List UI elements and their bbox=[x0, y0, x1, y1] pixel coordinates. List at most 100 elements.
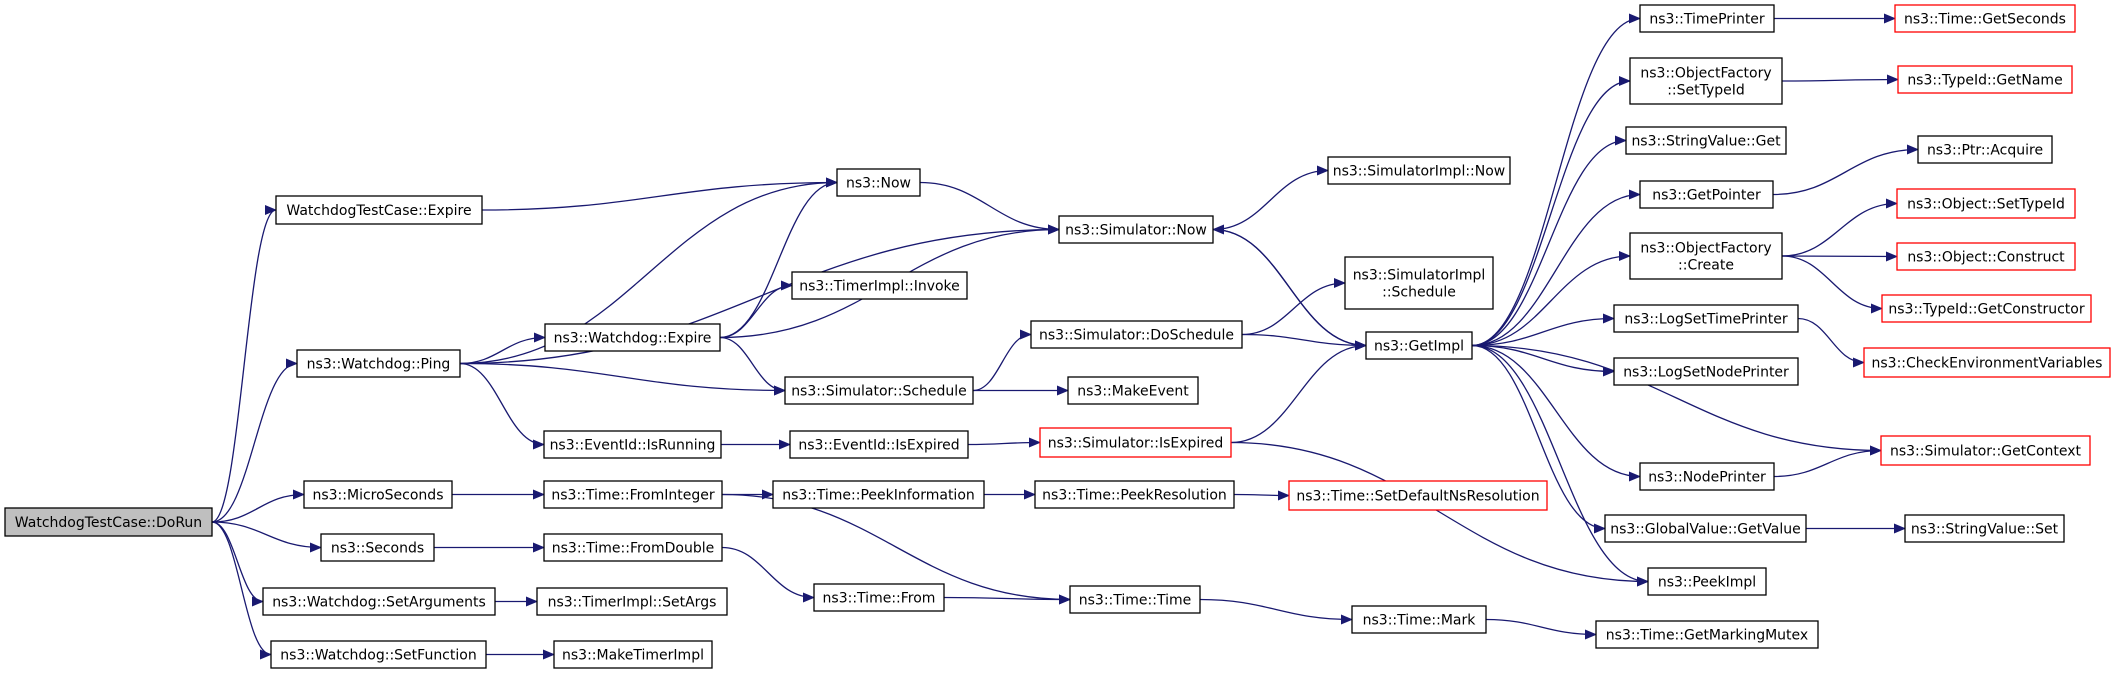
node-implschedule[interactable]: ns3::SimulatorImpl::Schedule bbox=[1344, 256, 1494, 310]
node-wdexpire[interactable]: ns3::Watchdog::Expire bbox=[544, 323, 721, 352]
edge-ping-to-simnow bbox=[459, 224, 1060, 365]
node-box bbox=[270, 640, 487, 669]
node-label: ns3::Time::GetMarkingMutex bbox=[1606, 628, 1808, 644]
node-from[interactable]: ns3::Time::From bbox=[813, 583, 945, 612]
node-label: ns3::TimerImpl::SetArgs bbox=[548, 595, 717, 611]
node-ping[interactable]: ns3::Watchdog::Ping bbox=[296, 349, 461, 378]
node-getname[interactable]: ns3::TypeId::GetName bbox=[1897, 65, 2073, 94]
edge-ping-to-now bbox=[459, 177, 838, 365]
node-strget[interactable]: ns3::StringValue::Get bbox=[1625, 126, 1787, 155]
node-maketimer[interactable]: ns3::MakeTimerImpl bbox=[553, 640, 713, 669]
node-objsettypeid[interactable]: ns3::Object::SetTypeId bbox=[1896, 188, 2076, 219]
node-label: ns3::SimulatorImpl::Now bbox=[1333, 164, 1506, 180]
node-timeprinter[interactable]: ns3::TimePrinter bbox=[1639, 4, 1775, 33]
node-strset[interactable]: ns3::StringValue::Set bbox=[1904, 514, 2065, 543]
node-invoke[interactable]: ns3::TimerImpl::Invoke bbox=[791, 271, 968, 300]
node-box bbox=[1904, 514, 2065, 543]
node-label: ns3::TypeId::GetName bbox=[1907, 73, 2062, 89]
node-label: ns3::TypeId::GetConstructor bbox=[1888, 302, 2084, 318]
edge-getimpl-to-simnow bbox=[1212, 224, 1367, 347]
node-setdefres[interactable]: ns3::Time::SetDefaultNsResolution bbox=[1288, 480, 1548, 511]
edge-ofcreate-to-objconstruct bbox=[1781, 251, 1898, 262]
node-objconstruct[interactable]: ns3::Object::Construct bbox=[1896, 242, 2076, 271]
node-box bbox=[1067, 376, 1199, 405]
node-getcontext[interactable]: ns3::Simulator::GetContext bbox=[1880, 435, 2091, 466]
node-isexpired[interactable]: ns3::EventId::IsExpired bbox=[789, 430, 969, 459]
node-ptracquire[interactable]: ns3::Ptr::Acquire bbox=[1917, 135, 2053, 164]
node-peekimpl[interactable]: ns3::PeekImpl bbox=[1647, 567, 1767, 596]
node-label: ns3::Ptr::Acquire bbox=[1927, 143, 2043, 159]
node-mark[interactable]: ns3::Time::Mark bbox=[1351, 605, 1487, 634]
node-setargs[interactable]: ns3::Watchdog::SetArguments bbox=[262, 587, 496, 616]
node-label: ns3::GetImpl bbox=[1374, 339, 1464, 355]
node-gvgetvalue[interactable]: ns3::GlobalValue::GetValue bbox=[1604, 514, 1807, 543]
edge-tcexpire-to-now bbox=[481, 177, 838, 211]
node-box bbox=[1604, 514, 1807, 543]
node-label: ns3::Object::SetTypeId bbox=[1907, 197, 2065, 213]
node-root[interactable]: WatchdogTestCase::DoRun bbox=[4, 507, 213, 537]
node-doschedule[interactable]: ns3::Simulator::DoSchedule bbox=[1030, 320, 1243, 349]
edge-doschedule-to-implschedule bbox=[1241, 278, 1346, 336]
node-box bbox=[1595, 620, 1819, 649]
edge-root-to-seconds bbox=[211, 521, 322, 553]
node-checkenv[interactable]: ns3::CheckEnvironmentVariables bbox=[1863, 347, 2111, 378]
node-box bbox=[543, 480, 723, 509]
node-micro[interactable]: ns3::MicroSeconds bbox=[303, 480, 453, 509]
edge-layer bbox=[211, 13, 1919, 660]
edge-nodeprinter-to-getcontext bbox=[1773, 445, 1882, 478]
edge-ofsettypeid-to-getname bbox=[1781, 74, 1899, 85]
node-fromdouble[interactable]: ns3::Time::FromDouble bbox=[543, 533, 723, 562]
node-label: ns3::Watchdog::Ping bbox=[307, 357, 451, 373]
node-box bbox=[296, 349, 461, 378]
node-schedule[interactable]: ns3::Simulator::Schedule bbox=[784, 376, 974, 405]
node-seconds[interactable]: ns3::Seconds bbox=[320, 533, 435, 562]
node-implnow[interactable]: ns3::SimulatorImpl::Now bbox=[1327, 156, 1511, 185]
node-time[interactable]: ns3::Time::Time bbox=[1069, 585, 1201, 614]
node-getseconds[interactable]: ns3::Time::GetSeconds bbox=[1894, 4, 2076, 33]
node-getimpl[interactable]: ns3::GetImpl bbox=[1365, 331, 1473, 360]
node-ofsettypeid[interactable]: ns3::ObjectFactory::SetTypeId bbox=[1629, 57, 1783, 105]
edge-ping-to-wdexpire bbox=[459, 332, 546, 365]
node-box bbox=[1880, 435, 2091, 466]
edge-root-to-tcexpire bbox=[211, 205, 277, 523]
node-label: ns3::Watchdog::SetArguments bbox=[272, 595, 486, 611]
node-peekinfo[interactable]: ns3::Time::PeekInformation bbox=[772, 480, 985, 509]
node-makeevent[interactable]: ns3::MakeEvent bbox=[1067, 376, 1199, 405]
node-box bbox=[262, 587, 496, 616]
node-box bbox=[1917, 135, 2053, 164]
node-ofcreate[interactable]: ns3::ObjectFactory::Create bbox=[1629, 232, 1783, 280]
node-simnow[interactable]: ns3::Simulator::Now bbox=[1058, 215, 1214, 244]
node-getmutex[interactable]: ns3::Time::GetMarkingMutex bbox=[1595, 620, 1819, 649]
node-label: ns3::Time::FromInteger bbox=[551, 488, 714, 504]
node-nodeprinter[interactable]: ns3::NodePrinter bbox=[1639, 462, 1775, 491]
node-box bbox=[275, 195, 483, 225]
node-peekres[interactable]: ns3::Time::PeekResolution bbox=[1034, 480, 1235, 509]
node-box bbox=[1629, 57, 1783, 105]
node-setfunc[interactable]: ns3::Watchdog::SetFunction bbox=[270, 640, 487, 669]
edge-getimpl-to-peekimpl bbox=[1471, 344, 1649, 587]
node-now[interactable]: ns3::Now bbox=[836, 168, 921, 197]
node-label: ns3::Time::Time bbox=[1079, 593, 1191, 609]
node-box bbox=[544, 323, 721, 352]
node-logsettime[interactable]: ns3::LogSetTimePrinter bbox=[1613, 304, 1799, 333]
edge-root-to-setfunc bbox=[211, 521, 272, 660]
edge-fromdouble-to-from bbox=[721, 546, 815, 603]
node-fromint[interactable]: ns3::Time::FromInteger bbox=[543, 480, 723, 509]
edge-simnow-to-implnow bbox=[1212, 165, 1329, 231]
node-label: ns3::Simulator::GetContext bbox=[1890, 444, 2082, 460]
node-box bbox=[1288, 480, 1548, 511]
node-box bbox=[1625, 126, 1787, 155]
node-simisexpired[interactable]: ns3::Simulator::IsExpired bbox=[1039, 427, 1232, 458]
node-isrunning[interactable]: ns3::EventId::IsRunning bbox=[543, 430, 722, 459]
node-label: ns3::ObjectFactory bbox=[1640, 241, 1771, 257]
node-box bbox=[772, 480, 985, 509]
node-getpointer[interactable]: ns3::GetPointer bbox=[1639, 180, 1774, 209]
edge-ofcreate-to-objsettypeid bbox=[1781, 198, 1898, 257]
node-timersetargs[interactable]: ns3::TimerImpl::SetArgs bbox=[536, 587, 728, 616]
node-box bbox=[1069, 585, 1201, 614]
edge-peekres-to-setdefres bbox=[1233, 490, 1290, 501]
node-logsetnode[interactable]: ns3::LogSetNodePrinter bbox=[1613, 357, 1799, 386]
edge-now-to-simnow bbox=[919, 181, 1060, 235]
node-tcexpire[interactable]: WatchdogTestCase::Expire bbox=[275, 195, 483, 225]
node-getconstructor[interactable]: ns3::TypeId::GetConstructor bbox=[1881, 294, 2092, 323]
